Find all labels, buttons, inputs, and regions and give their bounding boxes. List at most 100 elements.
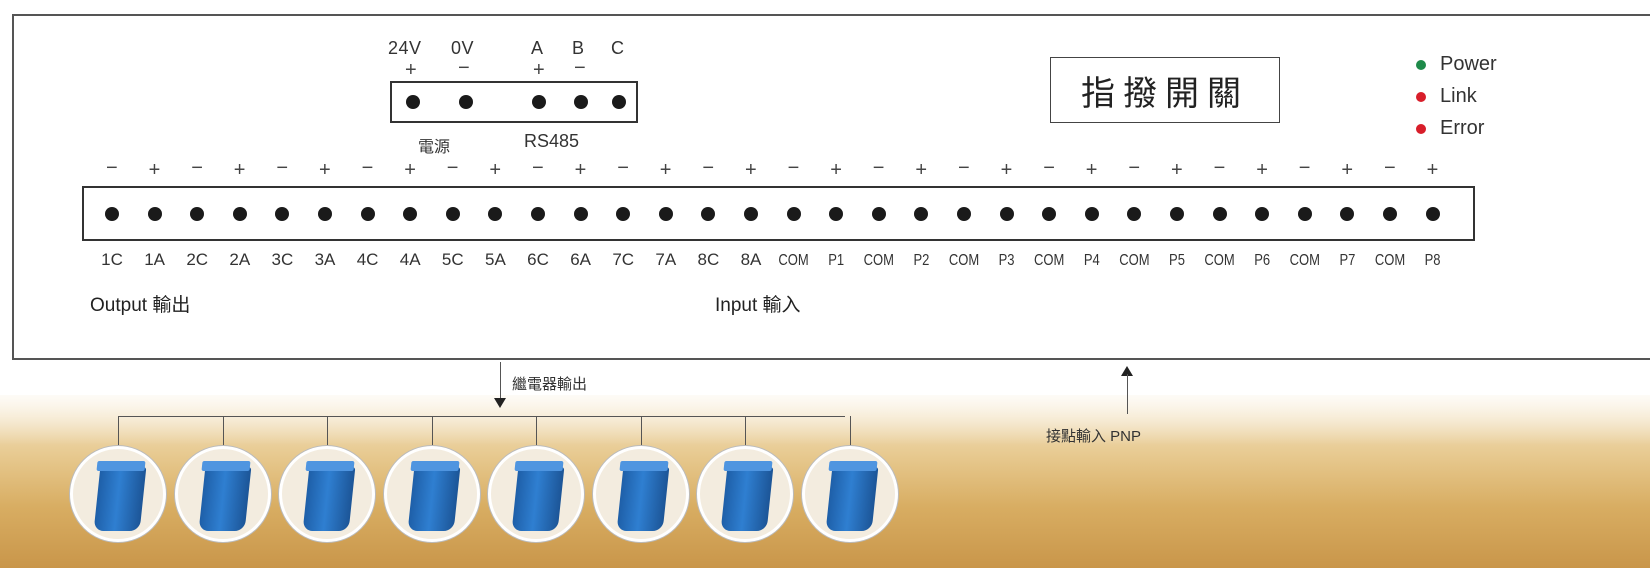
relay-output-line <box>500 362 501 402</box>
relay-bus-line <box>118 416 845 417</box>
label-rs485-c: C <box>611 38 625 58</box>
terminal-screw <box>406 95 420 109</box>
terminal-label: 6C <box>527 250 549 269</box>
relay-output-label: 繼電器輸出 <box>512 376 588 393</box>
relay-drop-line <box>222 416 224 452</box>
terminal-screw <box>1212 207 1227 221</box>
power-rs485-terminal-block <box>390 81 638 123</box>
terminal-screw <box>1170 207 1184 221</box>
terminal-label: COM <box>1034 250 1065 269</box>
relay-icon <box>697 446 793 542</box>
terminal-label: P5 <box>1169 250 1185 269</box>
relay-icon <box>383 446 480 542</box>
terminal-screw <box>1383 207 1397 221</box>
power-caption: 電源 <box>418 139 451 156</box>
polarity-sign: + <box>659 159 672 181</box>
relay-icon <box>279 446 375 542</box>
terminal-screw <box>1084 207 1099 221</box>
terminal-label: COM <box>1289 250 1320 269</box>
background-fade <box>0 385 1650 445</box>
polarity-sign: + <box>489 159 502 181</box>
label-24v: 24V <box>388 38 422 58</box>
led-label-error: Error <box>1440 117 1485 139</box>
terminal-screw <box>1127 207 1142 221</box>
polarity-sign: − <box>958 157 970 179</box>
polarity-sign: − <box>191 157 203 179</box>
terminal-screw <box>1042 207 1057 221</box>
polarity-sign: − <box>1384 157 1396 179</box>
terminal-label: P4 <box>1083 250 1100 269</box>
terminal-screw <box>1425 207 1440 221</box>
terminal-screw <box>616 207 631 221</box>
terminal-screw <box>1340 207 1355 221</box>
terminal-label: 8C <box>697 250 720 269</box>
terminal-label: 1A <box>144 250 165 269</box>
input-label: Input 輸入 <box>715 295 801 316</box>
terminal-label: P1 <box>828 250 845 269</box>
terminal-label: 6A <box>570 250 591 269</box>
label-rs485-a: A <box>531 38 544 58</box>
terminal-label: P7 <box>1339 250 1356 269</box>
terminal-screw <box>147 207 162 221</box>
dip-switch-title: 指撥開關 <box>1050 57 1280 123</box>
polarity-sign: − <box>702 157 715 179</box>
led-label-link: Link <box>1440 85 1477 107</box>
terminal-screw <box>459 95 473 109</box>
terminal-label: 4A <box>399 250 421 269</box>
terminal-label: 1C <box>101 250 123 269</box>
terminal-screw <box>744 207 758 221</box>
relay-drop-line <box>536 416 537 452</box>
terminal-screw <box>532 95 546 109</box>
polarity-sign: + <box>148 159 161 181</box>
polarity-sign: + <box>1171 159 1183 181</box>
terminal-screw <box>318 207 332 221</box>
terminal-screw <box>999 207 1014 221</box>
terminal-screw <box>1255 207 1270 221</box>
polarity-sign: + <box>1085 159 1098 181</box>
polarity-sign: + <box>745 159 757 181</box>
polarity-sign: + <box>1341 159 1354 181</box>
polarity-sign: − <box>617 157 629 179</box>
polarity-sign: + <box>404 159 416 181</box>
rs485-plus-sign: + <box>533 59 545 81</box>
polarity-sign: − <box>361 157 374 179</box>
terminal-label: 7A <box>655 250 677 269</box>
main-terminal-block <box>82 186 1475 241</box>
terminal-screw <box>701 207 716 221</box>
relay-icon <box>801 446 898 542</box>
relay-icon <box>174 446 271 542</box>
relay-drop-line <box>745 416 746 452</box>
terminal-screw <box>786 207 801 221</box>
terminal-screw <box>531 207 545 221</box>
relay-drop-line <box>327 416 328 452</box>
power-plus-sign: + <box>405 59 417 81</box>
polarity-sign: − <box>872 157 885 179</box>
terminal-screw <box>360 207 375 221</box>
polarity-sign: − <box>787 157 800 179</box>
terminal-label: COM <box>778 250 809 269</box>
polarity-sign: + <box>574 159 587 181</box>
terminal-screw <box>914 207 929 221</box>
terminal-screw <box>829 207 844 221</box>
terminal-label: COM <box>863 250 894 269</box>
terminal-screw <box>612 95 626 109</box>
terminal-screw <box>658 207 673 221</box>
terminal-label: COM <box>1374 250 1406 269</box>
relay-drop-line <box>118 416 119 452</box>
rs485-minus-sign: − <box>574 57 586 79</box>
output-label: Output 輸出 <box>90 295 191 316</box>
terminal-label: 5A <box>484 250 506 269</box>
terminal-screw <box>871 207 886 221</box>
terminal-label: 3A <box>314 250 336 269</box>
terminal-label: P3 <box>998 250 1015 269</box>
relay-drop-line <box>431 416 433 452</box>
terminal-label: 7C <box>612 250 635 269</box>
terminal-screw <box>1297 207 1312 221</box>
terminal-label: 2A <box>229 250 251 269</box>
polarity-sign: + <box>1256 159 1268 181</box>
error-led-icon <box>1416 124 1426 134</box>
polarity-sign: − <box>1213 157 1226 179</box>
terminal-label: P8 <box>1424 250 1441 269</box>
terminal-screw <box>573 207 588 221</box>
relay-icon <box>488 446 584 542</box>
